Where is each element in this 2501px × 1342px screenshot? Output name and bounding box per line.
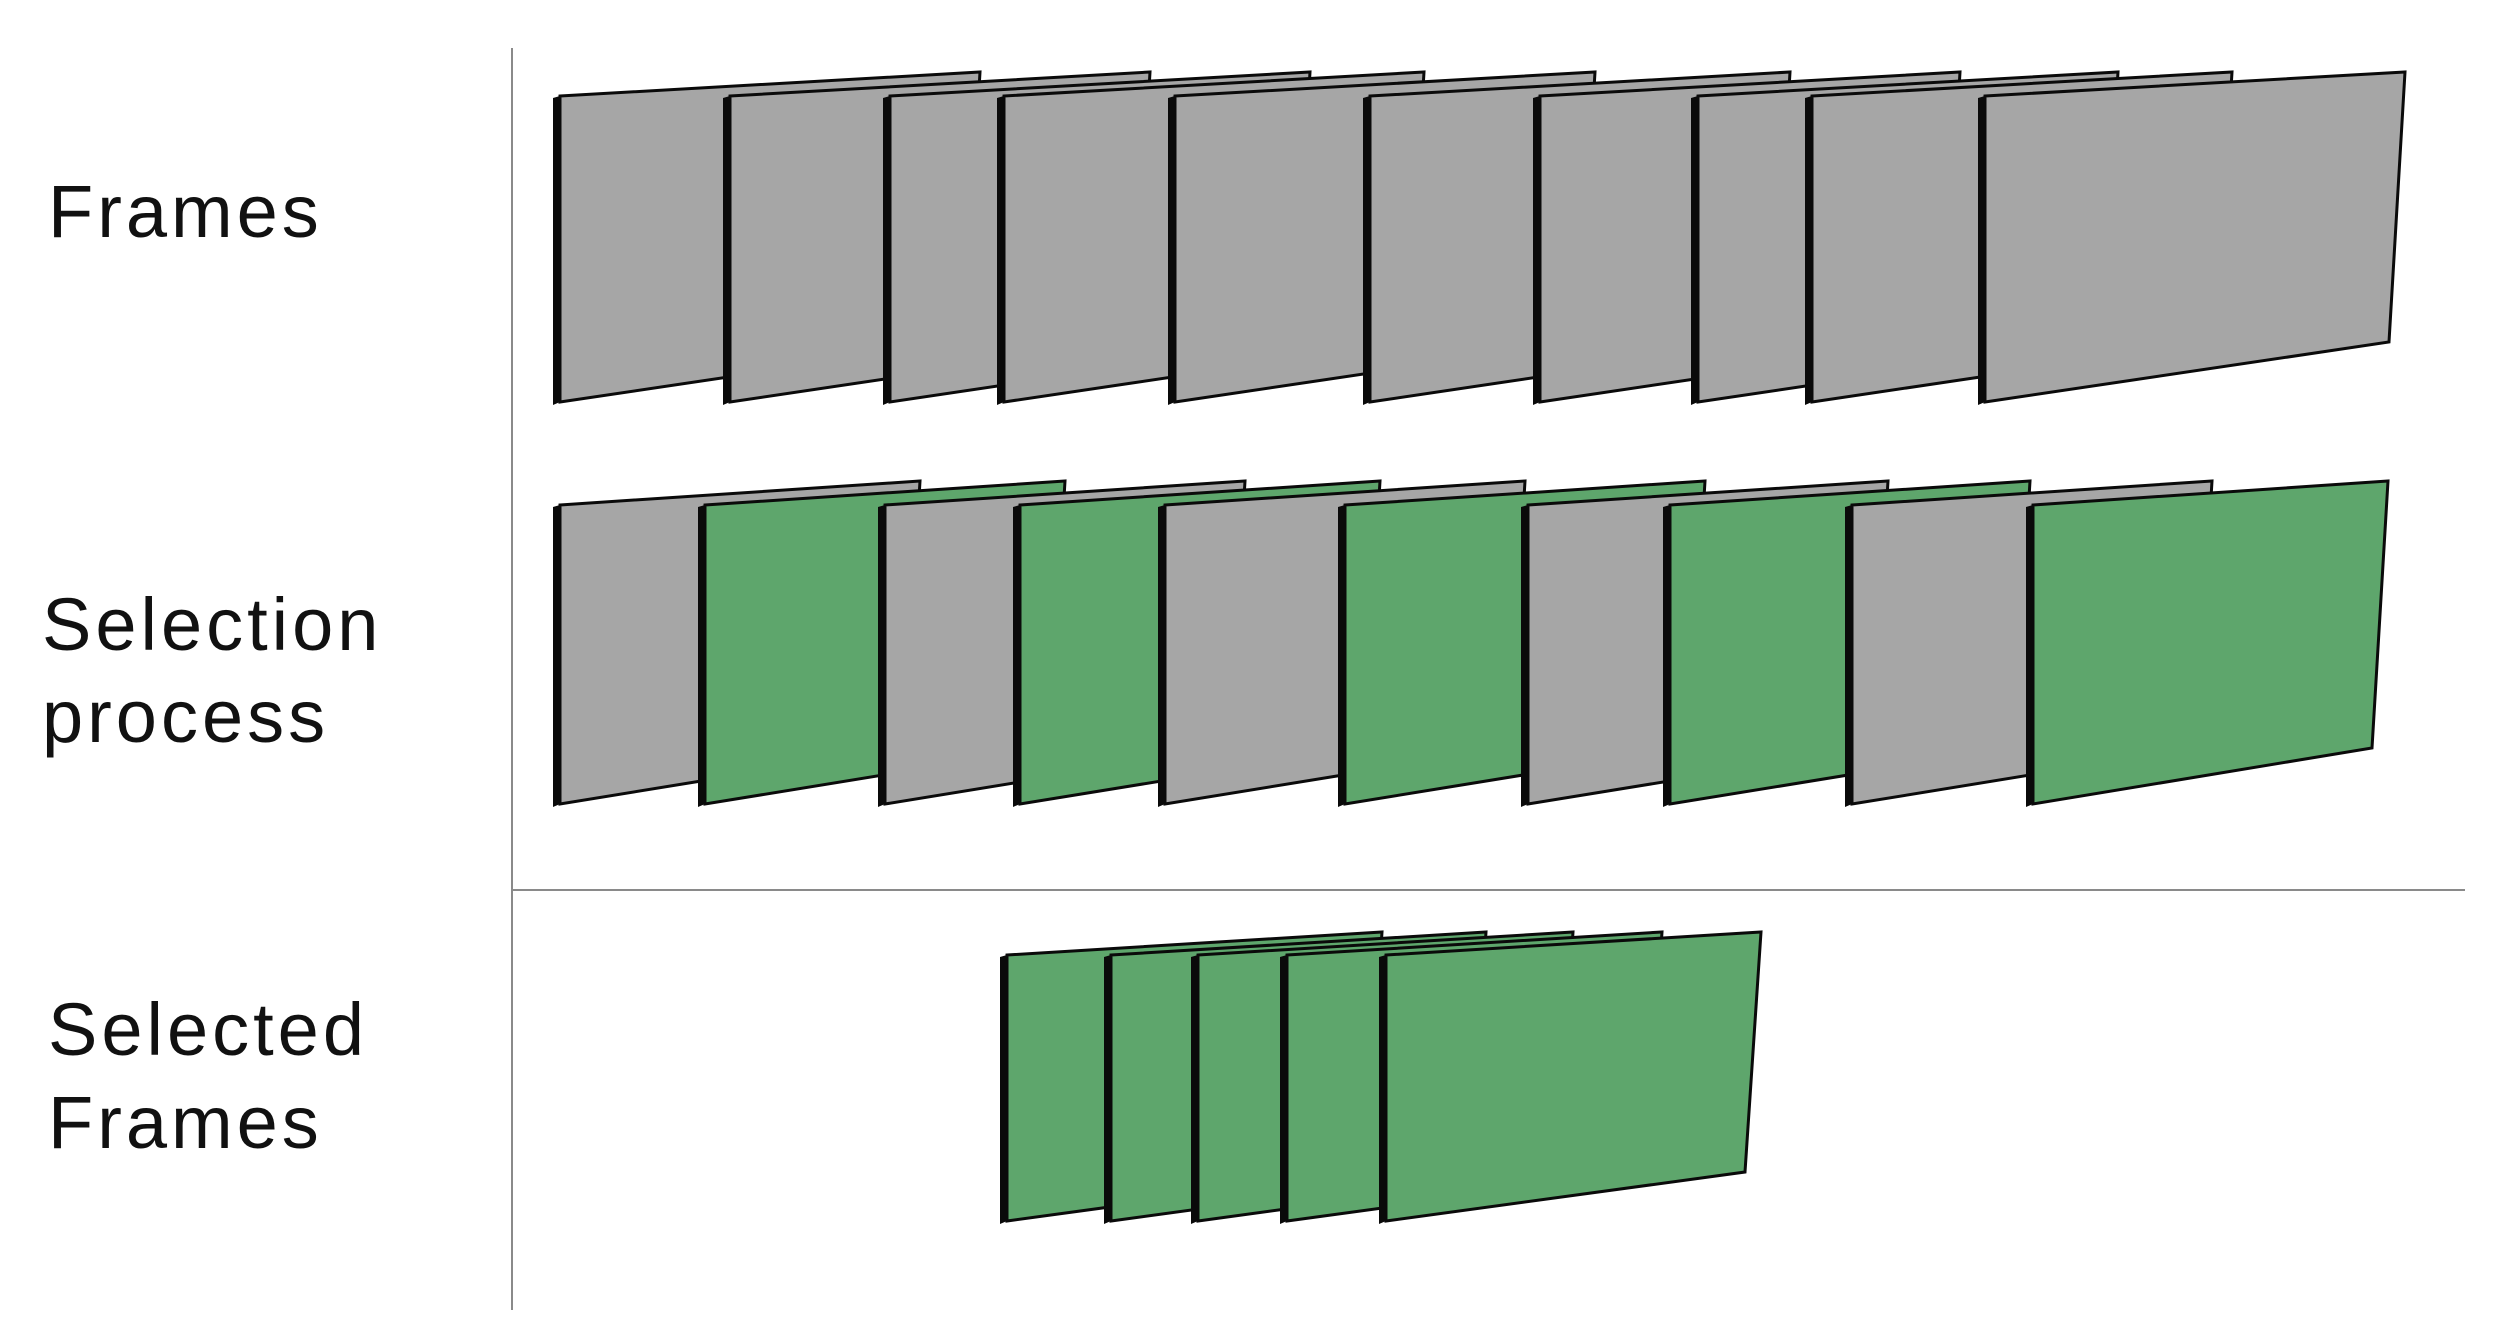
- row-label-selected-line-1: Selected: [48, 988, 368, 1071]
- selected-frames-row: [1000, 930, 1763, 1224]
- selection-frame-4-selected-edge: [1013, 505, 1020, 807]
- selection-frame-7-unselected-edge: [1521, 505, 1528, 807]
- frames-row: [553, 70, 2407, 405]
- frames-frame-6-unselected-edge: [1363, 96, 1370, 405]
- selection-frame-3-unselected-edge: [878, 505, 885, 807]
- row-label-selection-line-1: Selection: [42, 583, 382, 666]
- selection-frame-10-selected-face: [2031, 479, 2390, 806]
- frames-frame-10-unselected-edge: [1978, 96, 1985, 405]
- frames-frame-1-unselected-edge: [553, 96, 560, 405]
- selection-frame-9-unselected-edge: [1845, 505, 1852, 807]
- frames-frame-9-unselected-edge: [1805, 96, 1812, 405]
- selection-frame-10-selected-edge: [2026, 505, 2033, 807]
- selection-frame-1-unselected-edge: [553, 505, 560, 807]
- row-label-frames-line-1: Frames: [48, 170, 323, 253]
- frames-frame-2-unselected-edge: [723, 96, 730, 405]
- selection-frame-2-selected-edge: [698, 505, 705, 807]
- row-label-selected-line-2: Frames: [48, 1081, 323, 1164]
- frames-frame-5-unselected-edge: [1168, 96, 1175, 405]
- selected-frame-2-selected-edge: [1104, 955, 1111, 1224]
- selection-process-row: [553, 479, 2390, 807]
- frames-frame-7-unselected-edge: [1533, 96, 1540, 405]
- frames-frame-3-unselected-edge: [883, 96, 890, 405]
- selected-frame-1-selected-edge: [1000, 955, 1007, 1224]
- frames-frame-10-unselected: [1978, 70, 2407, 405]
- selection-frame-10-selected: [2026, 479, 2390, 807]
- row-label-selection-line-2: process: [42, 675, 329, 758]
- selected-frame-4-selected-edge: [1280, 955, 1287, 1224]
- row-label-selection-process: Selection process: [42, 583, 382, 758]
- selected-frame-5-selected-face: [1384, 930, 1763, 1223]
- selection-frame-5-unselected-edge: [1158, 505, 1165, 807]
- frames-frame-10-unselected-face: [1983, 70, 2407, 404]
- selected-frame-3-selected-edge: [1191, 955, 1198, 1224]
- selected-frame-5-selected: [1379, 930, 1763, 1224]
- row-label-frames: Frames: [48, 170, 323, 253]
- frames-frame-4-unselected-edge: [997, 96, 1004, 405]
- selected-frame-5-selected-edge: [1379, 955, 1386, 1224]
- frames-frame-8-unselected-edge: [1691, 96, 1698, 405]
- selection-frame-6-selected-edge: [1338, 505, 1345, 807]
- row-label-selected-frames: Selected Frames: [48, 988, 368, 1164]
- selection-frame-8-selected-edge: [1663, 505, 1670, 807]
